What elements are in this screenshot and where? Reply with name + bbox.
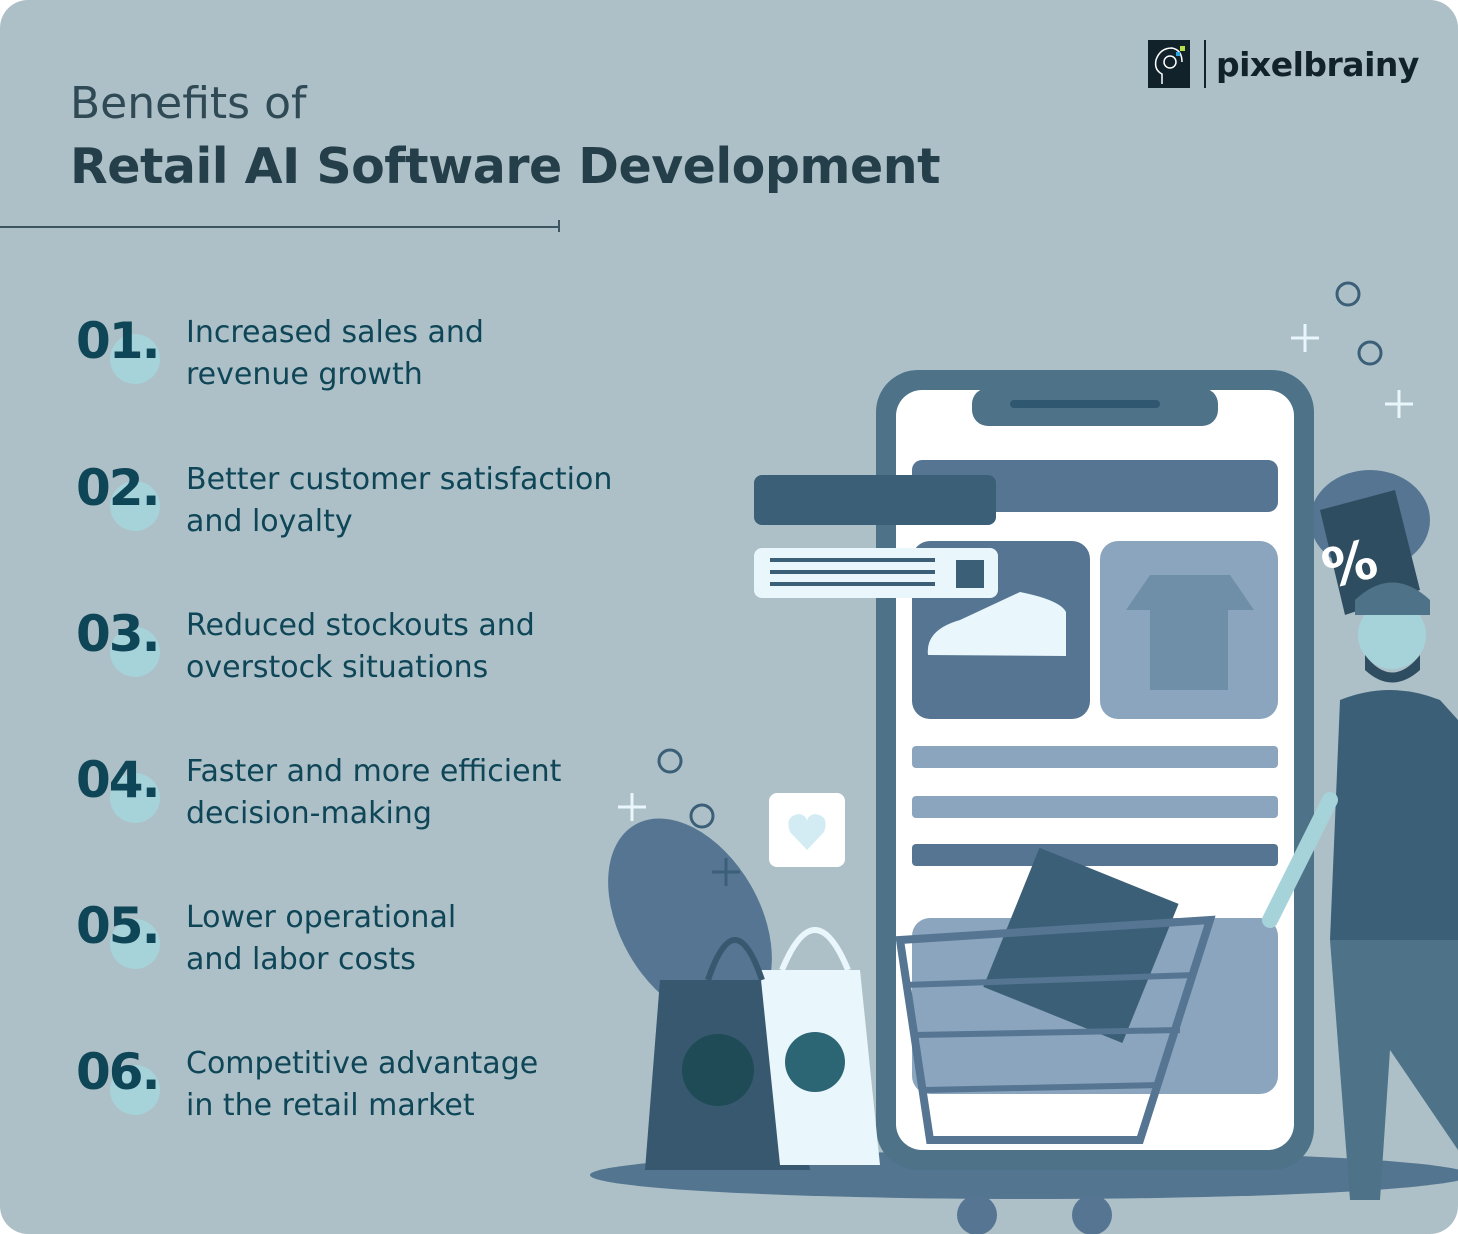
brain-logo-icon [1148,40,1190,88]
person-icon [1330,690,1458,940]
benefit-number: 01. [76,312,161,370]
logo-separator [1204,40,1206,88]
title-line-1: Benefits of [70,78,307,129]
benefit-number: 04. [76,751,161,809]
benefit-number: 03. [76,605,161,663]
benefit-number: 06. [76,1043,161,1101]
shoe-icon [927,592,1066,656]
logo-text: pixelbrainy [1216,44,1419,84]
leaf-shape [608,818,772,1022]
accent-circle [110,773,160,823]
gift-box-icon [983,847,1179,1044]
accent-circle [110,481,160,531]
heart-icon [788,814,826,850]
banner-bar [754,475,996,525]
benefit-number: 02. [76,459,161,517]
benefit-number: 05. [76,897,161,955]
divider [0,220,560,232]
logo: pixelbrainy [1148,40,1419,88]
accent-circle [110,1065,160,1115]
title-line-2: Retail AI Software Development [70,138,941,195]
cart-icon [895,915,1216,1144]
accent-circle [110,334,160,384]
shirt-icon [1126,575,1254,690]
accent-circle [110,627,160,677]
accent-circle [110,919,160,969]
